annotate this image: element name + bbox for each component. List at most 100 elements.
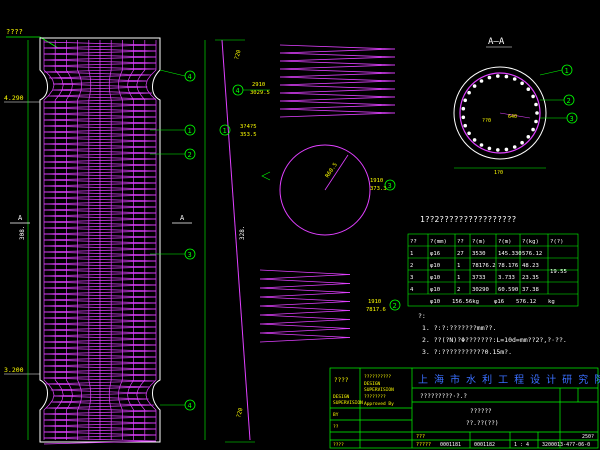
table-footer-cell: 156.56kg: [452, 299, 479, 305]
row-label-3: ???: [416, 434, 425, 440]
section-bar-dot: [531, 127, 535, 132]
spiral-top: [279, 44, 396, 118]
elevation-bottom: 3.200: [4, 366, 24, 374]
drawing-code: 3200013-4?7-06-0: [542, 442, 590, 448]
table-cell: 4: [410, 287, 414, 293]
pile-elevation: ???? 4.290 3.200 308. A A: [4, 28, 206, 445]
stamp-line-1: DESIGN: [364, 381, 381, 387]
table-footer-cell: φ16: [494, 299, 504, 305]
stamp-line-0: ??????????: [364, 374, 391, 380]
table-cell: 3.733: [498, 275, 515, 281]
table-header-cell: ?(?): [550, 239, 563, 245]
table-cell: 37.38: [522, 287, 539, 293]
drawing-sub: ??.??(??): [466, 420, 499, 427]
table-cell: 576.12: [522, 251, 542, 257]
note-1: 1. ?:?:???????mm??.: [422, 324, 496, 332]
bar-a-label-b: 353.5: [240, 132, 257, 138]
note-3: 3. ?:???????????0.15m?.: [422, 348, 512, 356]
section-bar-dot: [531, 94, 535, 99]
callout-4-bottom: 4: [188, 402, 192, 410]
company-name: 上 海 市 水 利 工 程 设 计 研 究 院: [418, 373, 600, 386]
spiral-bot-a: 1910: [368, 299, 381, 305]
table-header-cell: ??: [410, 239, 417, 245]
section-bar-dot: [526, 135, 531, 139]
section-aa: A—A 640 ??0 1?0 1 2 3: [453, 37, 578, 176]
spiral-top-a: 2910: [252, 82, 265, 88]
section-bar-dot: [520, 140, 524, 145]
section-bar-dot: [479, 143, 484, 147]
section-bar-dot: [461, 106, 466, 111]
callout-2-pile: 2: [188, 151, 192, 159]
project-name: ?????????·?.?: [420, 393, 467, 400]
table-cell: φ10: [430, 275, 440, 281]
section-bar-dot: [504, 74, 509, 79]
section-bar-dot: [472, 84, 477, 88]
section-dim-d3: ??0: [482, 118, 491, 124]
bar-a-label-a: 3?4?5: [240, 124, 257, 130]
ring-b: 373.3: [370, 186, 387, 192]
table-cell: 145.330: [498, 251, 522, 257]
section-dim-d1: 1?0: [494, 170, 503, 176]
section-bar-dot: [520, 81, 524, 86]
callout-1-bar: 1: [223, 127, 227, 135]
stamp-line-2: SUPERVISION: [364, 387, 394, 393]
pile-dim-mid: 328.: [239, 226, 246, 240]
table-title: 1??2????????????????: [420, 215, 517, 224]
callout-3-section: 3: [570, 115, 574, 123]
section-bar-dot: [479, 79, 484, 83]
table-cell: 1: [457, 263, 460, 269]
section-bar-dot: [463, 98, 468, 103]
table-header-cell: ?(m): [472, 239, 485, 245]
table-cell: 30290: [472, 287, 489, 293]
section-bar-dot: [472, 138, 477, 142]
header-label: ????: [6, 28, 23, 36]
callout-1-section: 1: [565, 67, 569, 75]
callout-4-spiral: 4: [236, 87, 240, 95]
table-cell: 23.35: [522, 275, 539, 281]
table-footer-cell: kg: [548, 299, 555, 305]
table-cell: φ10: [430, 263, 440, 269]
sheet-no: 250?: [582, 434, 594, 440]
table-cell: 3: [410, 275, 413, 281]
stamp-title: ????: [334, 377, 349, 384]
table-cell: 60.590: [498, 287, 518, 293]
section-title: A—A: [488, 37, 505, 47]
spiral-bottom: [259, 269, 351, 343]
table-cell: 19.55: [550, 269, 567, 275]
left-label-1: DESIGN: [333, 394, 350, 400]
drawing-name: ??????: [470, 408, 492, 415]
section-mark-left: A: [18, 214, 23, 222]
row-label-5: ?????: [416, 442, 431, 448]
section-bar-dot: [467, 90, 471, 95]
section-bar-dot: [467, 131, 471, 136]
section-bar-dot: [535, 111, 539, 115]
table-cell: φ10: [430, 287, 440, 293]
section-bar-dot: [534, 119, 538, 124]
table-cell: 1: [410, 251, 413, 257]
callout-3-ring: 3: [388, 182, 392, 190]
callout-2-section: 2: [567, 97, 571, 105]
table-cell: 3733: [472, 275, 485, 281]
table-cell: 48.23: [522, 263, 539, 269]
table-header-cell: ?(m): [498, 239, 511, 245]
pile-dim-side: 308.: [19, 226, 26, 240]
table-footer-cell: φ10: [430, 299, 440, 305]
section-bar-dot: [487, 75, 492, 80]
table-cell: 3530: [472, 251, 485, 257]
scale: 1 : 4: [514, 442, 529, 448]
rebar-cage: [43, 40, 157, 445]
date-a: 0001181: [440, 442, 461, 448]
section-bar-dot: [463, 123, 468, 128]
notes: ?: 1. ?:?:???????mm??. 2. ??(?N)?Φ??????…: [418, 312, 567, 356]
callout-3-pile: 3: [188, 251, 192, 259]
callout-1-pile: 1: [188, 127, 192, 135]
table-cell: 78176.2: [472, 263, 496, 269]
section-dim-d2: 640: [508, 114, 517, 120]
note-head: ?:: [418, 312, 426, 320]
ring-radius: R60.5: [325, 162, 339, 179]
section-bar-dot: [504, 147, 509, 152]
section-bar-dot: [461, 115, 466, 120]
stamp-line-4: Approved By: [364, 401, 394, 407]
left-label-3: BY: [333, 412, 339, 418]
